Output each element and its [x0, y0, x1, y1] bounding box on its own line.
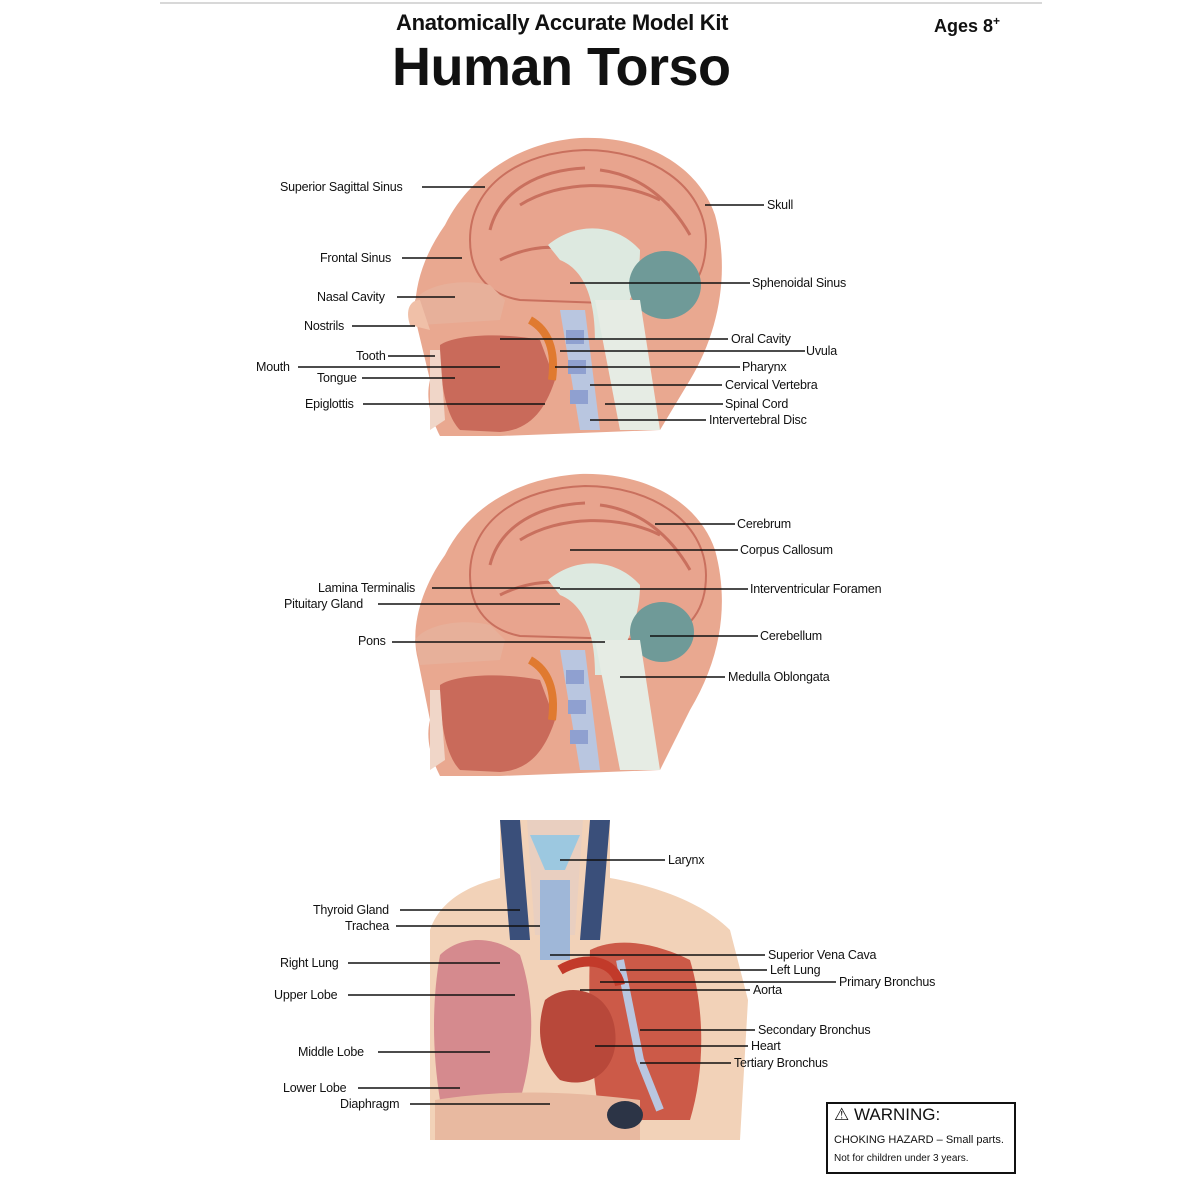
- label-tongue: Tongue: [317, 371, 357, 385]
- label-superior-vena-cava: Superior Vena Cava: [768, 948, 876, 962]
- label-upper-lobe: Upper Lobe: [274, 988, 337, 1002]
- label-pituitary-gland: Pituitary Gland: [284, 597, 363, 611]
- warning-box: ⚠ WARNING: CHOKING HAZARD – Small parts.…: [826, 1102, 1016, 1174]
- warning-triangle-icon: ⚠: [834, 1105, 849, 1124]
- warning-heading: ⚠ WARNING:: [834, 1108, 940, 1121]
- label-intervertebral-disc: Intervertebral Disc: [709, 413, 807, 427]
- label-larynx: Larynx: [668, 853, 704, 867]
- warning-line-1: CHOKING HAZARD – Small parts.: [834, 1134, 1004, 1147]
- label-right-lung: Right Lung: [280, 956, 338, 970]
- label-interventricular-foramen: Interventricular Foramen: [750, 582, 881, 596]
- label-superior-sagittal-sinus: Superior Sagittal Sinus: [280, 180, 403, 194]
- warning-line-2: Not for children under 3 years.: [834, 1152, 969, 1165]
- label-spinal-cord: Spinal Cord: [725, 397, 788, 411]
- label-uvula: Uvula: [806, 344, 837, 358]
- label-primary-bronchus: Primary Bronchus: [839, 975, 935, 989]
- label-cerebrum: Cerebrum: [737, 517, 791, 531]
- label-corpus-callosum: Corpus Callosum: [740, 543, 833, 557]
- label-tooth: Tooth: [356, 349, 386, 363]
- label-heart: Heart: [751, 1039, 781, 1053]
- label-lower-lobe: Lower Lobe: [283, 1081, 346, 1095]
- label-thyroid-gland: Thyroid Gland: [313, 903, 389, 917]
- label-secondary-bronchus: Secondary Bronchus: [758, 1023, 870, 1037]
- label-aorta: Aorta: [753, 983, 782, 997]
- label-left-lung: Left Lung: [770, 963, 820, 977]
- label-lamina-terminalis: Lamina Terminalis: [318, 581, 415, 595]
- label-sphenoidal-sinus: Sphenoidal Sinus: [752, 276, 846, 290]
- label-nostrils: Nostrils: [304, 319, 344, 333]
- label-pons: Pons: [358, 634, 386, 648]
- head-section-illustration: [408, 138, 722, 436]
- label-frontal-sinus: Frontal Sinus: [320, 251, 391, 265]
- label-tertiary-bronchus: Tertiary Bronchus: [734, 1056, 828, 1070]
- label-diaphragm: Diaphragm: [340, 1097, 399, 1111]
- torso-illustration: [430, 820, 748, 1140]
- label-trachea: Trachea: [345, 919, 389, 933]
- label-middle-lobe: Middle Lobe: [298, 1045, 364, 1059]
- label-oral-cavity: Oral Cavity: [731, 332, 791, 346]
- label-cerebellum: Cerebellum: [760, 629, 822, 643]
- label-nasal-cavity: Nasal Cavity: [317, 290, 385, 304]
- label-pharynx: Pharynx: [742, 360, 786, 374]
- label-mouth: Mouth: [256, 360, 290, 374]
- warning-heading-text: WARNING:: [854, 1105, 940, 1124]
- label-skull: Skull: [767, 198, 793, 212]
- label-epiglottis: Epiglottis: [305, 397, 354, 411]
- brain-section-illustration: [415, 474, 722, 776]
- label-medulla-oblongata: Medulla Oblongata: [728, 670, 830, 684]
- label-cervical-vertebra: Cervical Vertebra: [725, 378, 817, 392]
